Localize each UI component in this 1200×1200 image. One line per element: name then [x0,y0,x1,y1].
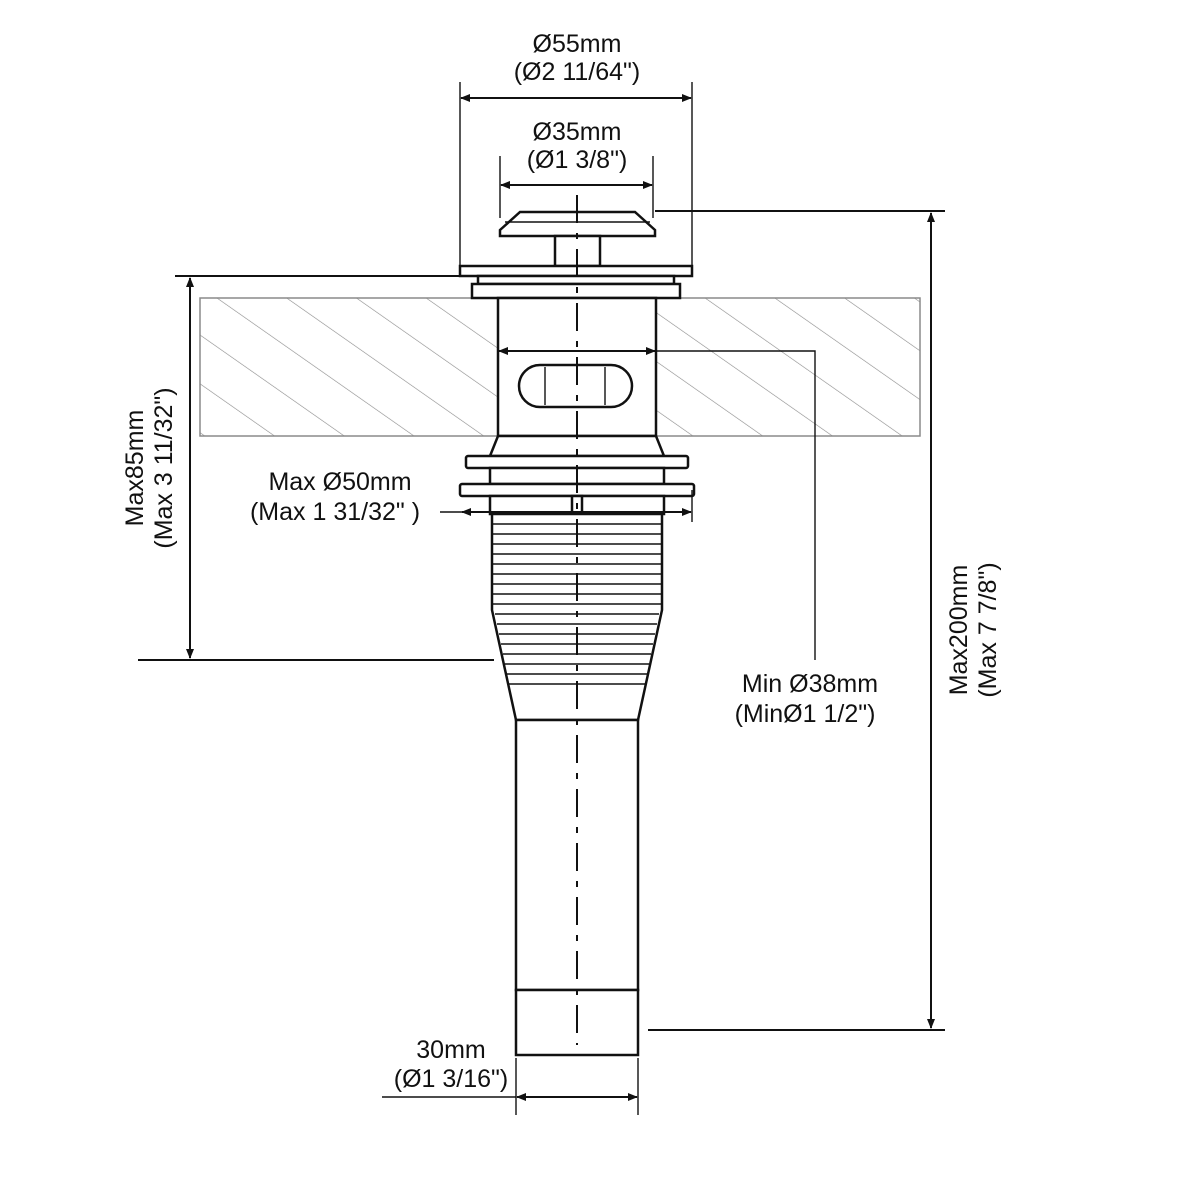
body-min-inch-label: (MinØ1 1/2") [735,700,876,728]
tail-inch-label: (Ø1 3/16") [394,1065,508,1093]
height-left-mm-label: Max85mm [121,410,149,527]
tail-dimension: 30mm (Ø1 3/16") [382,1036,639,1115]
thread-max-dimension: Max Ø50mm (Max 1 31/32" ) [250,468,693,526]
thread-max-inch-label: (Max 1 31/32" ) [250,498,420,526]
height-right-dimension: Max200mm (Max 7 7/8") [648,210,1002,1031]
cap-outer-inch-label: (Ø2 11/64") [514,58,641,86]
height-right-mm-label: Max200mm [945,565,973,696]
thread-max-mm-label: Max Ø50mm [268,468,411,496]
height-right-inch-label: (Max 7 7/8") [974,562,1002,697]
cap-outer-mm-label: Ø55mm [533,30,622,58]
body-min-mm-label: Min Ø38mm [742,670,878,698]
height-left-inch-label: (Max 3 11/32") [150,387,178,548]
cap-inner-mm-label: Ø35mm [533,118,622,146]
tail-mm-label: 30mm [416,1036,485,1064]
body-min-dimension: Min Ø38mm (MinØ1 1/2") [498,347,878,728]
cap-inner-dimension: Ø35mm (Ø1 3/8") [499,118,654,218]
height-left-dimension: Max85mm (Max 3 11/32") [121,275,494,661]
cap-outer-dimension: Ø55mm (Ø2 11/64") [459,30,693,268]
cap-inner-inch-label: (Ø1 3/8") [527,146,628,174]
